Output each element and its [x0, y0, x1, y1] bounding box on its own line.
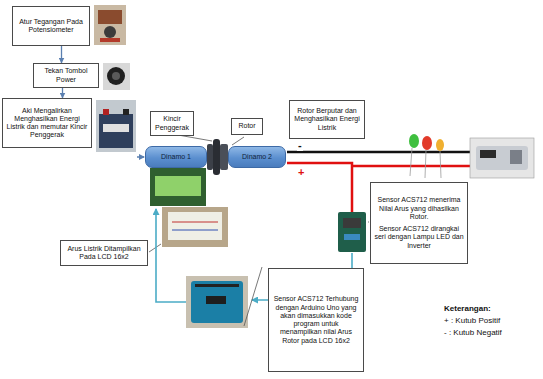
polarity-sign: - — [297, 140, 303, 151]
terminal — [103, 109, 109, 115]
box-text: Sensor ACS712 dirangkai seri dengan Lamp… — [374, 225, 464, 250]
photo-detail — [100, 38, 120, 42]
button — [107, 67, 125, 85]
signal-line — [156, 209, 186, 302]
box-text: Sensor ACS712 menerima Nilai Arus yang d… — [374, 196, 464, 221]
box-text: Rotor — [238, 122, 255, 130]
drive-arrow — [137, 156, 144, 158]
led-leg — [440, 151, 441, 178]
legend-text: + : Kutub Positif — [444, 316, 500, 325]
process-box: Tekan Tombol Power — [33, 63, 99, 88]
photo-ground — [162, 207, 228, 247]
photo-ground — [94, 5, 126, 45]
arduino-chip — [206, 296, 226, 304]
disc — [213, 139, 220, 175]
yellow-led — [436, 139, 444, 151]
box-text: Aki Mengalirkan Menghasilkan Energi List… — [6, 107, 88, 140]
breadboard — [168, 212, 222, 240]
led-photo — [409, 134, 444, 178]
polarity-sign: + — [297, 167, 305, 178]
disc — [207, 144, 213, 170]
photo-ground — [103, 63, 130, 90]
process-box: Aki Mengalirkan Menghasilkan Energi List… — [2, 98, 92, 148]
box-text: Tekan Tombol Power — [37, 67, 95, 84]
flow-arrow — [61, 46, 62, 63]
battery-label — [103, 124, 129, 132]
photo-ground — [96, 100, 136, 152]
jumper — [172, 230, 218, 231]
arduino-board — [191, 281, 243, 323]
process-box: Arus Listrik Ditampilkan Pada LCD 16x2 — [60, 240, 148, 266]
leader-line — [368, 222, 369, 223]
leader-line — [232, 137, 244, 145]
legend-row: - : Kutub Negatif — [444, 327, 502, 339]
box-text: Sensor ACS712 Terhubung dengan Arduino U… — [272, 295, 360, 345]
jumper — [172, 222, 218, 223]
negative-wire — [287, 151, 470, 154]
box-text: Rotor Berputar dan Menghasilkan Energi L… — [293, 107, 361, 132]
button — [112, 72, 120, 80]
leader-line — [149, 244, 161, 252]
photo-detail — [98, 10, 122, 24]
disc — [220, 144, 228, 170]
photo-ground — [470, 138, 534, 178]
led-leg — [425, 150, 426, 178]
battery-photo — [96, 100, 136, 152]
terminal — [123, 109, 129, 115]
box-text: Arus Listrik Ditampilkan Pada LCD 16x2 — [64, 245, 144, 262]
red-led — [422, 136, 432, 150]
legend-title: Keterangan: — [444, 303, 502, 315]
positive-wire — [287, 163, 352, 212]
potentiometer-photo — [94, 5, 126, 45]
process-box: Kincir Penggerak — [150, 111, 194, 136]
arduino-header — [195, 284, 239, 287]
sensor-chip — [343, 218, 361, 228]
inverter-body — [476, 146, 528, 170]
process-box: Rotor Berputar dan Menghasilkan Energi L… — [289, 100, 365, 139]
box-text: Kincir Penggerak — [154, 115, 190, 132]
breadboard-photo — [162, 207, 228, 247]
legend-row: + : Kutub Positif — [444, 315, 502, 327]
battery-body — [99, 114, 133, 148]
inverter-detail — [480, 150, 496, 158]
lcd-photo — [150, 168, 206, 206]
flow-arrow — [62, 88, 63, 98]
inverter-detail — [510, 150, 522, 164]
dynamo-shape: Dinamo 2 — [228, 146, 286, 168]
box-text: Dinamo 2 — [242, 153, 272, 161]
photo-ground — [186, 276, 248, 328]
sensor-terminal — [344, 234, 360, 240]
led-leg — [410, 148, 412, 176]
box-text: Dinamo 1 — [161, 153, 191, 161]
legend: Keterangan:+ : Kutub Positif - : Kutub Ne… — [444, 303, 502, 339]
sensor-photo — [338, 212, 366, 252]
arduino-photo — [186, 276, 248, 328]
dynamo-shape: Dinamo 1 — [145, 146, 207, 168]
legend-text: - : Kutub Negatif — [444, 328, 502, 337]
process-box: Sensor ACS712 menerima Nilai Arus yang d… — [370, 182, 468, 264]
knob — [104, 26, 116, 38]
green-led — [409, 134, 419, 148]
inverter-photo — [470, 138, 534, 178]
leader-line — [244, 267, 262, 326]
sensor-board — [338, 212, 366, 252]
process-box: Sensor ACS712 Terhubung dengan Arduino U… — [268, 268, 364, 372]
lcd-screen — [155, 176, 201, 196]
power-button-photo — [103, 63, 130, 90]
process-box: Rotor — [231, 118, 263, 135]
process-box: Atur Tegangan Pada Potensiometer — [12, 6, 90, 46]
coupling-wheel — [207, 139, 228, 175]
lcd-board — [150, 168, 206, 206]
box-text: Atur Tegangan Pada Potensiometer — [16, 18, 86, 35]
